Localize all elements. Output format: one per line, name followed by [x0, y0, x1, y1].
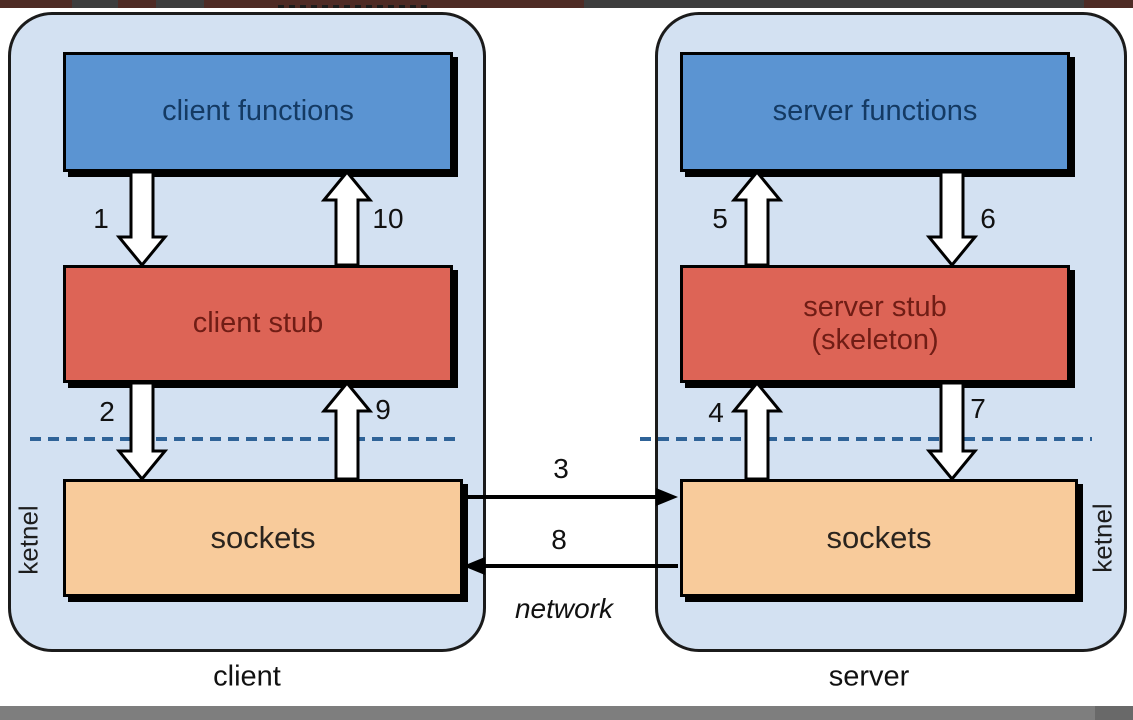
arrow-step6-down-icon	[925, 170, 979, 268]
step-label-2: 2	[99, 396, 115, 427]
server-stub-line2: (skeleton)	[811, 324, 939, 356]
server-stub-box: server stub (skeleton)	[680, 265, 1070, 383]
server-sockets-label: sockets	[826, 520, 932, 556]
top-strip-segment	[156, 0, 204, 8]
bottom-cropped-strip	[0, 706, 1133, 720]
top-strip-segment	[584, 0, 1084, 8]
arrow-step10-up-icon	[320, 169, 374, 267]
server-functions-label: server functions	[772, 95, 978, 128]
client-stub-label: client stub	[192, 307, 324, 340]
server-functions-box: server functions	[680, 52, 1070, 172]
step-label-3: 3	[553, 453, 569, 484]
server-stub-line1: server stub	[803, 290, 947, 323]
top-strip-segment	[72, 0, 118, 8]
step-label-7: 7	[970, 393, 986, 424]
arrow-step4-up-icon	[730, 380, 784, 481]
server-stub-label: server stub (skeleton)	[803, 291, 946, 358]
client-functions-box: client functions	[63, 52, 453, 172]
arrow-step5-up-icon	[730, 169, 784, 267]
bottom-strip-segment	[1095, 706, 1133, 720]
arrow-step7-down-icon	[925, 381, 979, 482]
server-kernel-boundary-dashed-line	[640, 437, 1092, 441]
client-functions-label: client functions	[162, 95, 354, 128]
client-caption: client	[213, 660, 281, 693]
client-sockets-label: sockets	[210, 520, 316, 556]
step-label-10: 10	[372, 203, 404, 234]
top-strip-text-remnant	[278, 5, 428, 8]
step-label-8: 8	[551, 524, 567, 555]
arrow-step9-up-icon	[320, 380, 374, 481]
step-label-1: 1	[93, 203, 109, 234]
step-label-9: 9	[375, 394, 391, 425]
network-caption: network	[514, 593, 614, 624]
arrow-step8-head-icon	[463, 557, 485, 575]
top-cropped-strip	[0, 0, 1133, 8]
client-kernel-boundary-dashed-line	[30, 437, 455, 441]
step-label-6: 6	[980, 203, 996, 234]
server-caption: server	[828, 660, 910, 693]
client-sockets-box: sockets	[63, 479, 463, 597]
server-sockets-box: sockets	[680, 479, 1078, 597]
arrow-step2-down-icon	[115, 381, 169, 482]
step-label-4: 4	[708, 397, 724, 428]
step-label-5: 5	[712, 203, 728, 234]
client-stub-box: client stub	[63, 265, 453, 383]
arrow-step1-down-icon	[115, 170, 169, 268]
arrow-step3-head-icon	[656, 488, 678, 506]
